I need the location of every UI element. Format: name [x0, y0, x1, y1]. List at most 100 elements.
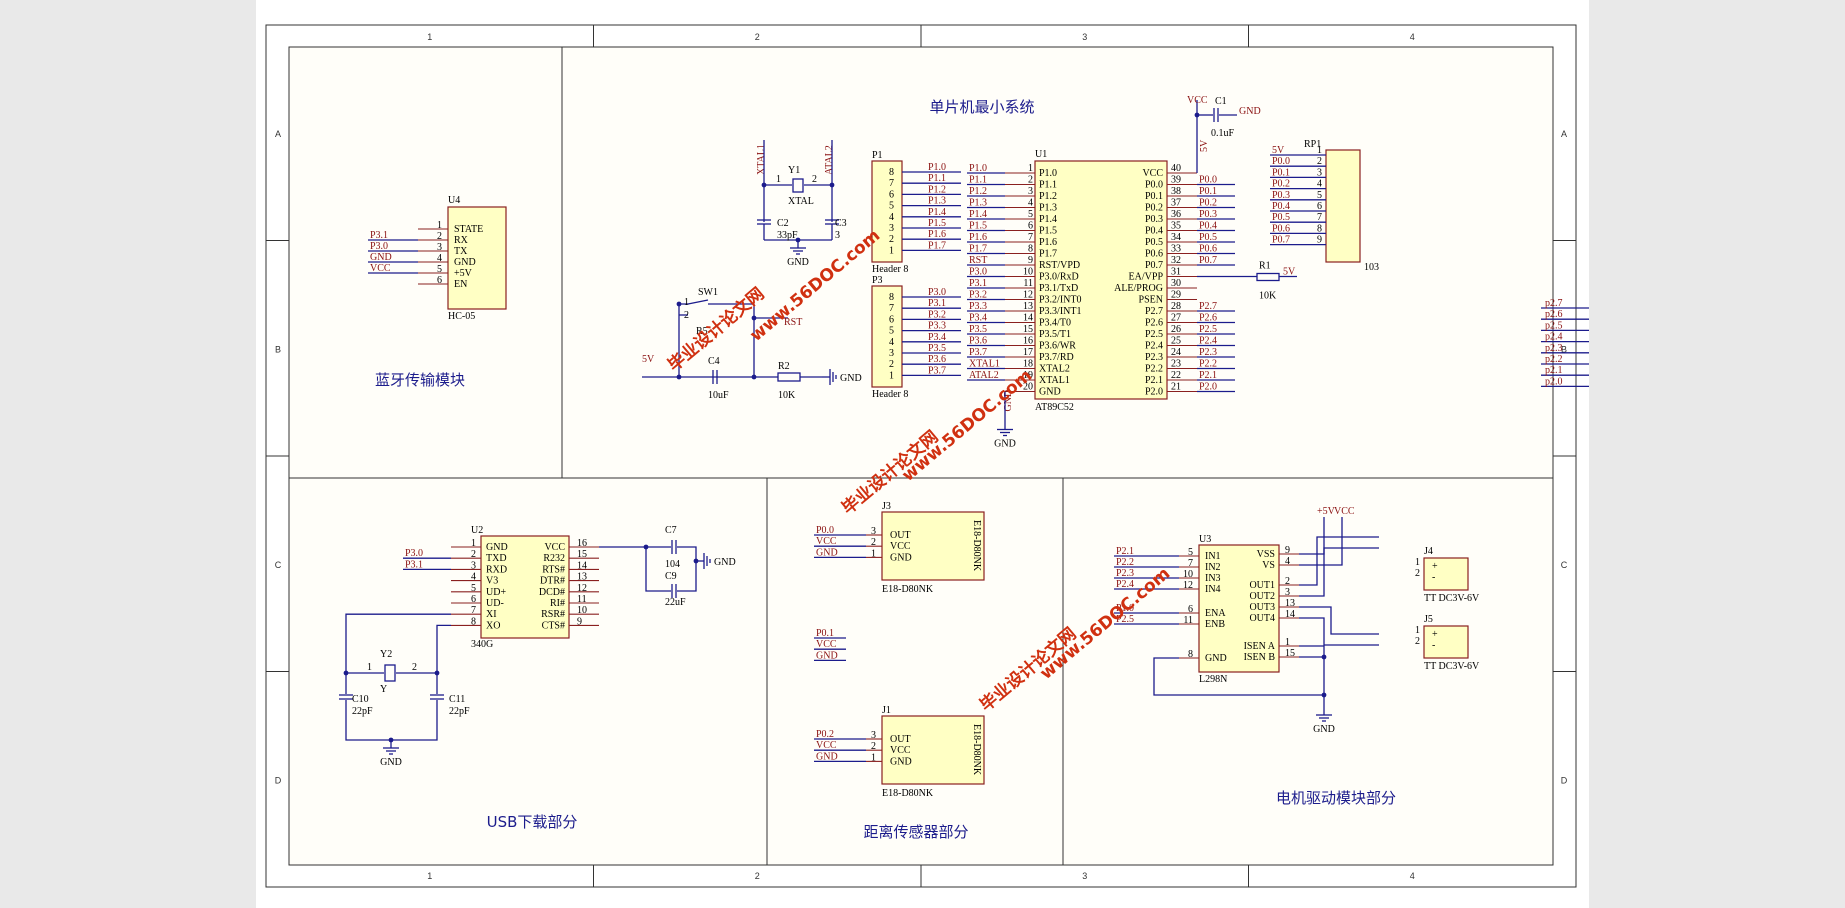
- u4-net-label: P3.0: [370, 241, 388, 252]
- out4-wire: [1299, 617, 1379, 646]
- u1-body: [1034, 160, 1168, 400]
- sensor-j3-net-label: GND: [816, 547, 838, 558]
- u1-pin-number: 39: [1171, 175, 1181, 186]
- u2-pin-name: DTR#: [540, 576, 565, 587]
- zone-col-bottom: 3: [1082, 871, 1087, 881]
- u1-pin-number: 35: [1171, 221, 1181, 232]
- u3-pin-name: IN2: [1205, 562, 1221, 573]
- u2-part: 340G: [471, 639, 493, 650]
- u4-pin-number: 1: [437, 220, 442, 231]
- u3-pin-name: GND: [1205, 653, 1227, 664]
- rp1-net-label: P0.2: [1272, 179, 1290, 190]
- sensor-j1-pin-number: 3: [871, 730, 876, 741]
- rp1-ref: RP1: [1304, 139, 1321, 150]
- u1-pin-number: 25: [1171, 336, 1181, 347]
- u1-pin-name: P2.0: [1145, 387, 1163, 398]
- u2-pin-number: 7: [471, 605, 476, 616]
- header-p4-net-label: p2.0: [1545, 376, 1563, 387]
- u2-pin-name: RTS#: [542, 564, 565, 575]
- u3-pin-number: 14: [1285, 609, 1295, 620]
- u1-pin-name: P0.1: [1145, 191, 1163, 202]
- u1-pin-number: 21: [1171, 382, 1181, 393]
- u1-pin-number: 36: [1171, 209, 1181, 220]
- section-dividers: [289, 47, 1553, 865]
- rp1-pin-number: 9: [1317, 235, 1322, 246]
- u1-pin-name: P1.5: [1039, 226, 1057, 237]
- u1-pin-number: 24: [1171, 347, 1181, 358]
- u2-pin-name: UD-: [486, 598, 504, 609]
- header-p4-net-label: p2.1: [1545, 365, 1563, 376]
- out3-wire: [1299, 606, 1379, 635]
- rst-label: RST: [784, 317, 802, 328]
- loose-net-label: VCC: [816, 639, 837, 650]
- u3-net-label: P2.1: [1116, 546, 1134, 557]
- sensor-j3-pin-name: GND: [890, 552, 912, 563]
- c11-value: 22pF: [449, 706, 470, 717]
- u1-pin-number: 12: [1023, 290, 1033, 301]
- gnd-label: GND: [380, 757, 402, 768]
- u2-pin-number: 9: [577, 616, 582, 627]
- atal2-net: ATAL2: [824, 145, 835, 175]
- u1-ref: U1: [1035, 149, 1047, 160]
- header-p1-pin-number: 7: [889, 178, 894, 189]
- sw1-lever: [687, 299, 709, 305]
- u1-pin-name: P0.5: [1145, 237, 1163, 248]
- r1-value: 10K: [1259, 291, 1277, 302]
- sensor-j3-pin-number: 2: [871, 537, 876, 548]
- xo-wire: [436, 624, 451, 673]
- u3-pin-number: 12: [1183, 580, 1193, 591]
- motor-j4-pin-number: 2: [1415, 568, 1420, 579]
- u1-net-label: P1.6: [969, 232, 987, 243]
- rp1-net-label: P0.1: [1272, 167, 1290, 178]
- u1-pin-number: 38: [1171, 186, 1181, 197]
- sensor-j3-part: E18-D80NK: [882, 584, 934, 595]
- u2-pin-number: 1: [471, 538, 476, 549]
- zone-row-right: C: [1561, 560, 1568, 570]
- sensor-j1-pin-name: GND: [890, 756, 912, 767]
- motor-section-title: 电机驱动模块部分: [1276, 789, 1396, 807]
- header-p4-net-label: p2.6: [1545, 309, 1563, 320]
- junction-dot: [761, 182, 767, 188]
- u1-net-label: P2.6: [1199, 313, 1217, 324]
- header-p1-net-label: P1.0: [928, 162, 946, 173]
- u1-net-label: P0.7: [1199, 255, 1217, 266]
- u1-pin-number: 10: [1023, 267, 1033, 278]
- u1-pin-number: 4: [1028, 198, 1033, 209]
- u3-body: [1198, 544, 1280, 673]
- u1-pin-number: 33: [1171, 244, 1181, 255]
- u1-net-label: P0.4: [1199, 221, 1217, 232]
- rp1-pin-number: 1: [1317, 145, 1322, 156]
- sensor-j3-pin-number: 3: [871, 526, 876, 537]
- u1-net-label: P3.5: [969, 324, 987, 335]
- u2-pin-name: RI#: [550, 598, 565, 609]
- usb-section-title: USB下载部分: [487, 813, 578, 831]
- u1-pin-name: P2.1: [1145, 375, 1163, 386]
- gnd-label: GND: [994, 439, 1016, 450]
- u3-pin-number: 7: [1188, 558, 1193, 569]
- header-p4-net-label: p2.2: [1545, 354, 1563, 365]
- y1-part: XTAL: [788, 196, 814, 207]
- sw1-ref: SW1: [698, 287, 718, 298]
- header-p1-pin-number: 6: [889, 189, 894, 200]
- u2-pin-name: DCD#: [539, 587, 565, 598]
- u4-net-label: GND: [370, 252, 392, 263]
- u2-ref: U2: [471, 525, 483, 536]
- u1-net-label: P2.1: [1199, 370, 1217, 381]
- sensor-j1-pin-name: VCC: [890, 745, 911, 756]
- header-p4-net-label: p2.5: [1545, 320, 1563, 331]
- c1-value: 0.1uF: [1211, 128, 1235, 139]
- zone-row-right: A: [1561, 129, 1567, 139]
- gnd-label: GND: [787, 257, 809, 268]
- u1-net-label: P1.4: [969, 209, 987, 220]
- u1-pin-number: 11: [1023, 278, 1033, 289]
- c9-wire: [645, 547, 671, 592]
- u1-net-label: P1.2: [969, 186, 987, 197]
